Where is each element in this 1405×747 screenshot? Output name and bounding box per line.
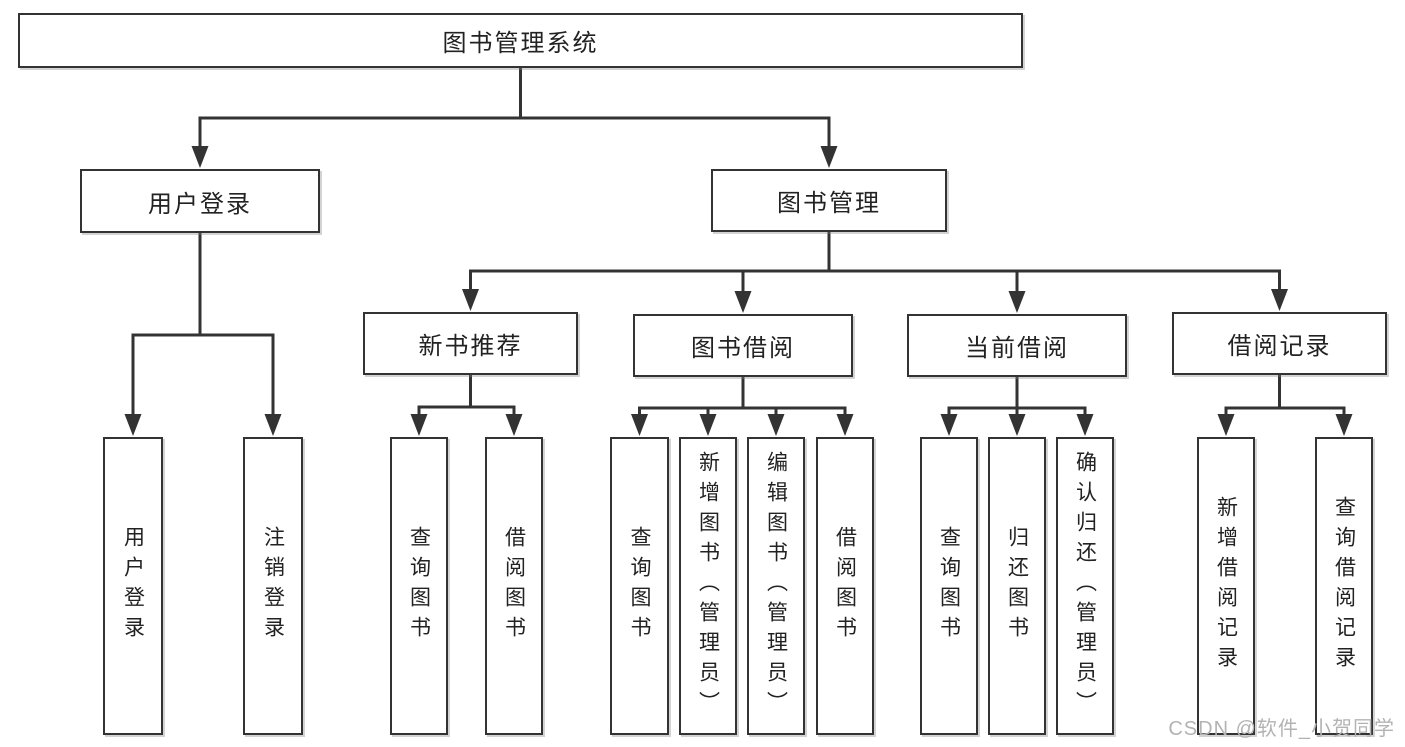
node-leaf-recd-query: 查询借阅记录 [1315, 437, 1373, 735]
arrowhead-icon [1271, 289, 1288, 311]
node-leaf-logout: 注销登录 [243, 437, 303, 735]
node-label-book-borrow: 图书借阅 [691, 335, 795, 362]
node-book-mgmt: 图书管理 [711, 169, 947, 232]
node-book-borrow: 图书借阅 [633, 314, 853, 377]
node-label-leaf-rec-borrow: 借阅图书 [502, 526, 526, 646]
node-leaf-recd-add: 新增借阅记录 [1197, 437, 1255, 735]
arrowhead-icon [462, 289, 479, 311]
node-label-leaf-cur-return: 归还图书 [1005, 526, 1029, 646]
node-label-leaf-bor-edit: 编辑图书（管理员） [764, 451, 788, 721]
arrowhead-icon [410, 414, 428, 436]
node-label-leaf-rec-query: 查询图书 [407, 526, 431, 646]
node-label-leaf-cur-query: 查询图书 [937, 526, 961, 646]
node-label-book-mgmt: 图书管理 [777, 190, 881, 217]
arrowhead-icon [767, 414, 785, 436]
node-leaf-bor-borrow: 借阅图书 [816, 437, 874, 735]
arrowhead-icon [1008, 414, 1026, 436]
node-label-leaf-user-login: 用户登录 [121, 526, 145, 646]
arrowhead-icon [1076, 414, 1094, 436]
arrowhead-icon [191, 146, 209, 168]
arrowhead-icon [734, 291, 752, 313]
arrowhead-icon [836, 414, 854, 436]
node-label-leaf-logout: 注销登录 [261, 526, 285, 646]
node-label-leaf-bor-query: 查询图书 [628, 526, 651, 646]
arrowhead-icon [940, 414, 958, 436]
arrowhead-icon [1008, 291, 1026, 313]
arrowhead-icon [264, 414, 282, 436]
arrowhead-icon [820, 146, 838, 168]
node-label-leaf-cur-confirm: 确认归还（管理员） [1073, 451, 1097, 721]
node-leaf-bor-query: 查询图书 [610, 437, 669, 735]
node-label-root: 图书管理系统 [442, 30, 599, 57]
node-leaf-cur-return: 归还图书 [988, 437, 1046, 735]
node-label-borrow-records: 借阅记录 [1227, 333, 1332, 360]
arrowhead-icon [505, 414, 523, 436]
node-leaf-cur-query: 查询图书 [920, 437, 978, 735]
node-label-leaf-bor-add: 新增图书（管理员） [696, 451, 720, 721]
arrowhead-icon [1217, 414, 1235, 436]
arrowhead-icon [1335, 414, 1353, 436]
node-current-borrow: 当前借阅 [907, 314, 1127, 377]
node-leaf-bor-add: 新增图书（管理员） [679, 437, 737, 735]
node-label-leaf-bor-borrow: 借阅图书 [833, 526, 857, 646]
node-root: 图书管理系统 [18, 13, 1023, 68]
node-new-book-rec: 新书推荐 [363, 312, 578, 375]
node-label-new-book-rec: 新书推荐 [418, 333, 523, 360]
node-label-current-borrow: 当前借阅 [965, 335, 1069, 362]
arrowhead-icon [631, 414, 648, 436]
node-leaf-rec-query: 查询图书 [390, 437, 448, 735]
node-leaf-cur-confirm: 确认归还（管理员） [1056, 437, 1114, 735]
node-borrow-records: 借阅记录 [1172, 312, 1387, 375]
node-label-user-login: 用户登录 [148, 190, 252, 218]
node-leaf-rec-borrow: 借阅图书 [485, 437, 543, 735]
node-leaf-bor-edit: 编辑图书（管理员） [747, 437, 805, 735]
node-label-leaf-recd-add: 新增借阅记录 [1214, 496, 1238, 676]
node-user-login: 用户登录 [80, 169, 320, 233]
node-label-leaf-recd-query: 查询借阅记录 [1332, 496, 1356, 676]
arrowhead-icon [124, 414, 142, 436]
watermark-text: CSDN @软件_小贺同学 [1168, 718, 1395, 740]
node-leaf-user-login: 用户登录 [103, 437, 163, 735]
arrowhead-icon [699, 414, 717, 436]
